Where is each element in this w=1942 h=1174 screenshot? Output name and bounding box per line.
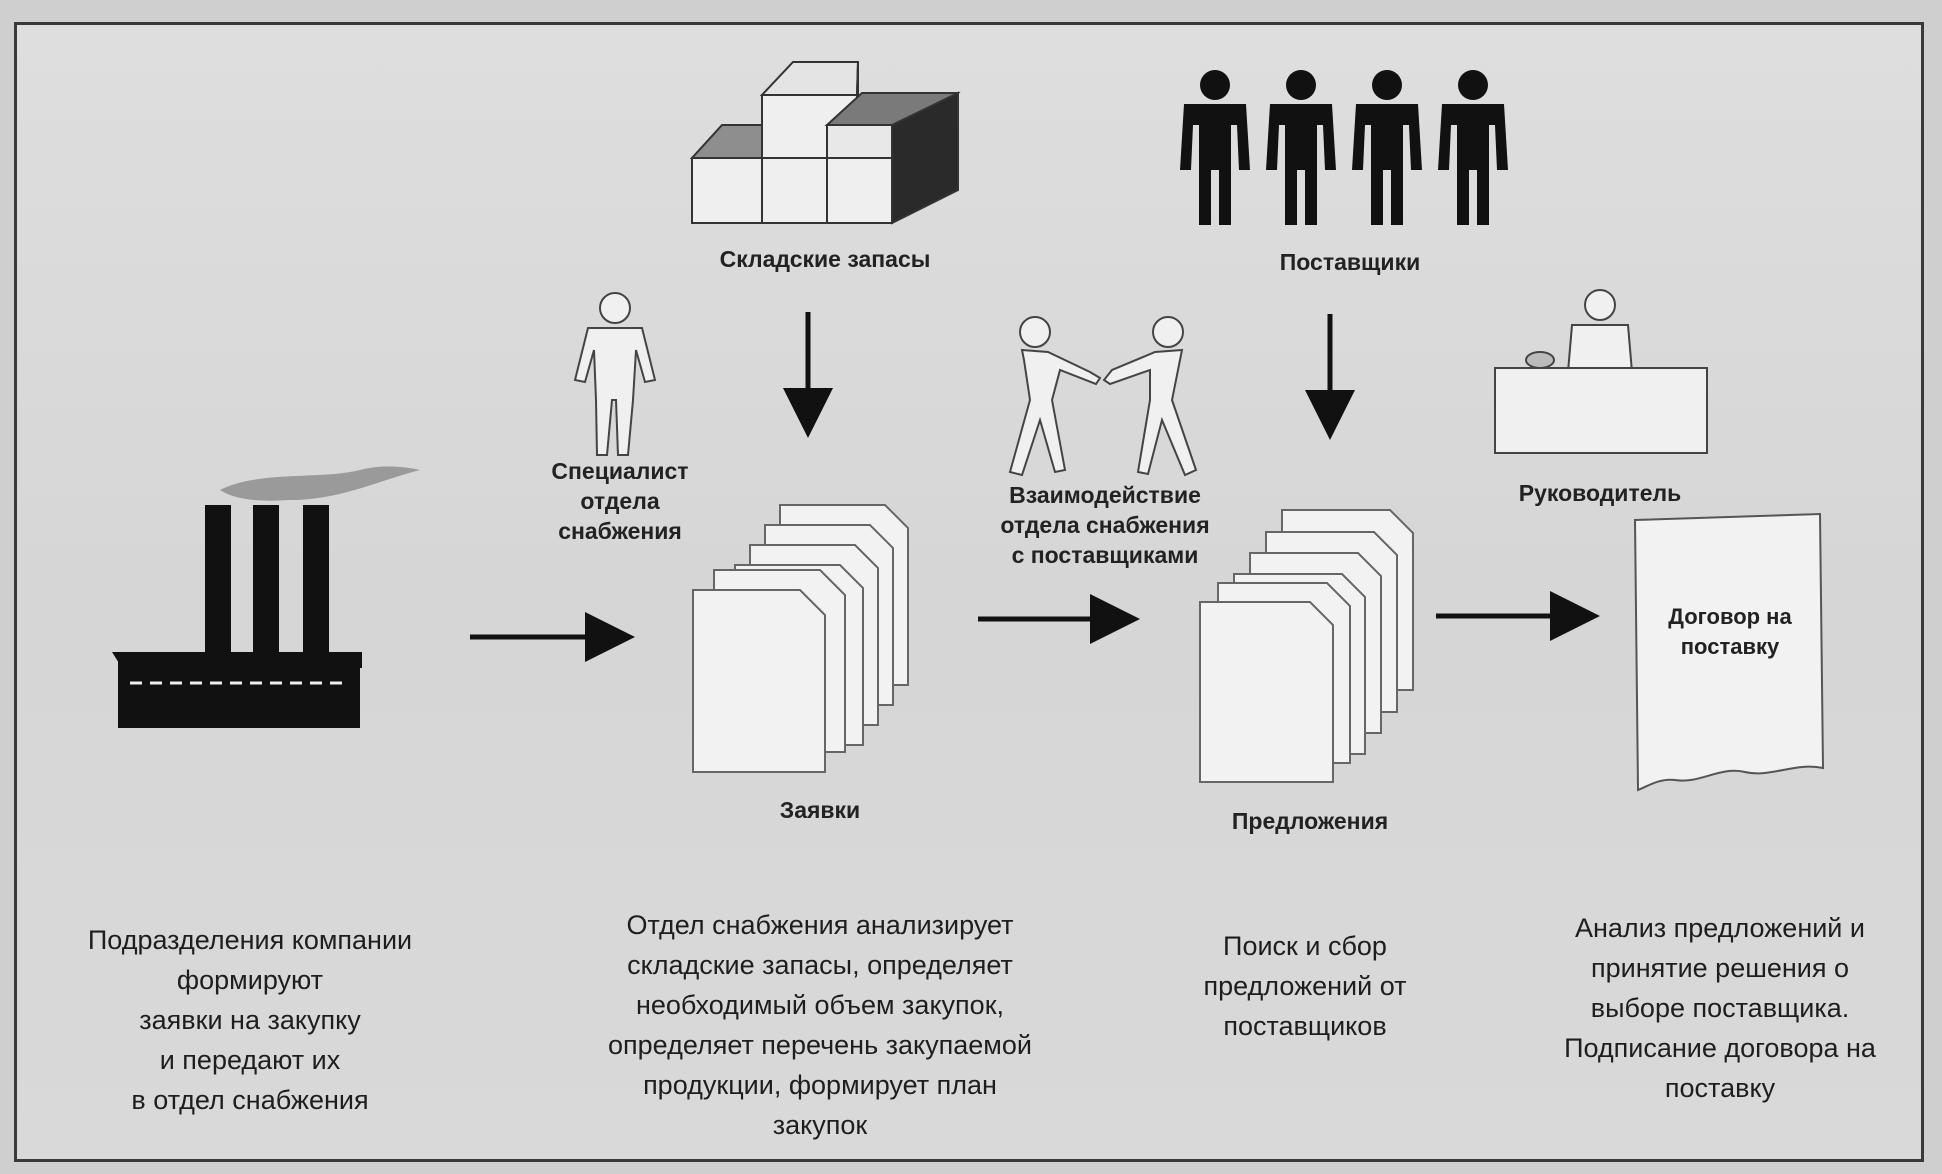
step2-description: Отдел снабжения анализирует складские за… <box>540 905 1100 1145</box>
label-interaction-line: с поставщиками <box>1011 542 1199 568</box>
diagram-frame <box>14 22 1924 1162</box>
step3-description-line: поставщиков <box>1223 1011 1387 1041</box>
step3-description: Поиск и сбор предложений от поставщиков <box>1150 926 1460 1046</box>
label-stock: Складские запасы <box>719 246 931 272</box>
boxes-icon <box>689 61 961 225</box>
step1-description-line: Подразделения компании <box>87 925 413 955</box>
documents-icon <box>692 504 909 773</box>
label-manager: Руководитель <box>1518 480 1682 506</box>
label-interaction: Взаимодействие отдела снабжения с постав… <box>955 480 1255 570</box>
step1-description-line: заявки на закупку <box>139 1005 361 1035</box>
label-specialist-line: Специалист <box>551 458 689 484</box>
step2-description-line: закупок <box>772 1110 868 1140</box>
step2-description-line: продукции, формирует план <box>643 1070 997 1100</box>
label-contract-line: Договор на <box>1668 604 1792 629</box>
label-contract: Договор на поставку <box>1640 602 1820 662</box>
step4-description-line: выборе поставщика. <box>1590 993 1850 1023</box>
label-proposals: Предложения <box>1231 808 1389 834</box>
label-specialist-line: снабжения <box>558 518 682 544</box>
flow-arrows <box>470 312 1600 662</box>
specialist-icon <box>573 292 657 456</box>
step1-description-line: формируют <box>176 965 324 995</box>
contract-icon <box>1633 512 1825 792</box>
people-icon <box>1180 70 1508 225</box>
step1-description-line: и передают их <box>159 1045 341 1075</box>
step2-description-line: Отдел снабжения анализирует <box>626 910 1014 940</box>
step4-description-line: Подписание договора на <box>1564 1033 1876 1063</box>
factory-icon <box>112 466 420 728</box>
step1-description-line: в отдел снабжения <box>131 1085 369 1115</box>
manager-desk-icon <box>1494 289 1708 454</box>
label-specialist: Специалист отдела снабжения <box>500 456 740 546</box>
label-interaction-line: Взаимодействие <box>1009 482 1201 508</box>
step2-description-line: определяет перечень закупаемой <box>608 1030 1032 1060</box>
step1-description: Подразделения компании формируют заявки … <box>30 920 470 1120</box>
step4-description-line: принятие решения о <box>1590 953 1850 983</box>
label-specialist-line: отдела <box>580 488 660 514</box>
step4-description-line: поставку <box>1664 1073 1776 1103</box>
label-requests: Заявки <box>779 797 861 823</box>
step4-description: Анализ предложений и принятие решения о … <box>1520 908 1920 1108</box>
step2-description-line: необходимый объем закупок, <box>635 990 1005 1020</box>
handshake-icon <box>1008 316 1198 477</box>
documents-icon <box>1199 509 1414 783</box>
step3-description-line: предложений от <box>1203 971 1407 1001</box>
step3-description-line: Поиск и сбор <box>1223 931 1387 961</box>
step2-description-line: складские запасы, определяет <box>627 950 1013 980</box>
label-contract-line: поставку <box>1680 634 1780 659</box>
label-suppliers: Поставщики <box>1279 249 1421 275</box>
label-interaction-line: отдела снабжения <box>1000 512 1210 538</box>
step4-description-line: Анализ предложений и <box>1575 913 1865 943</box>
